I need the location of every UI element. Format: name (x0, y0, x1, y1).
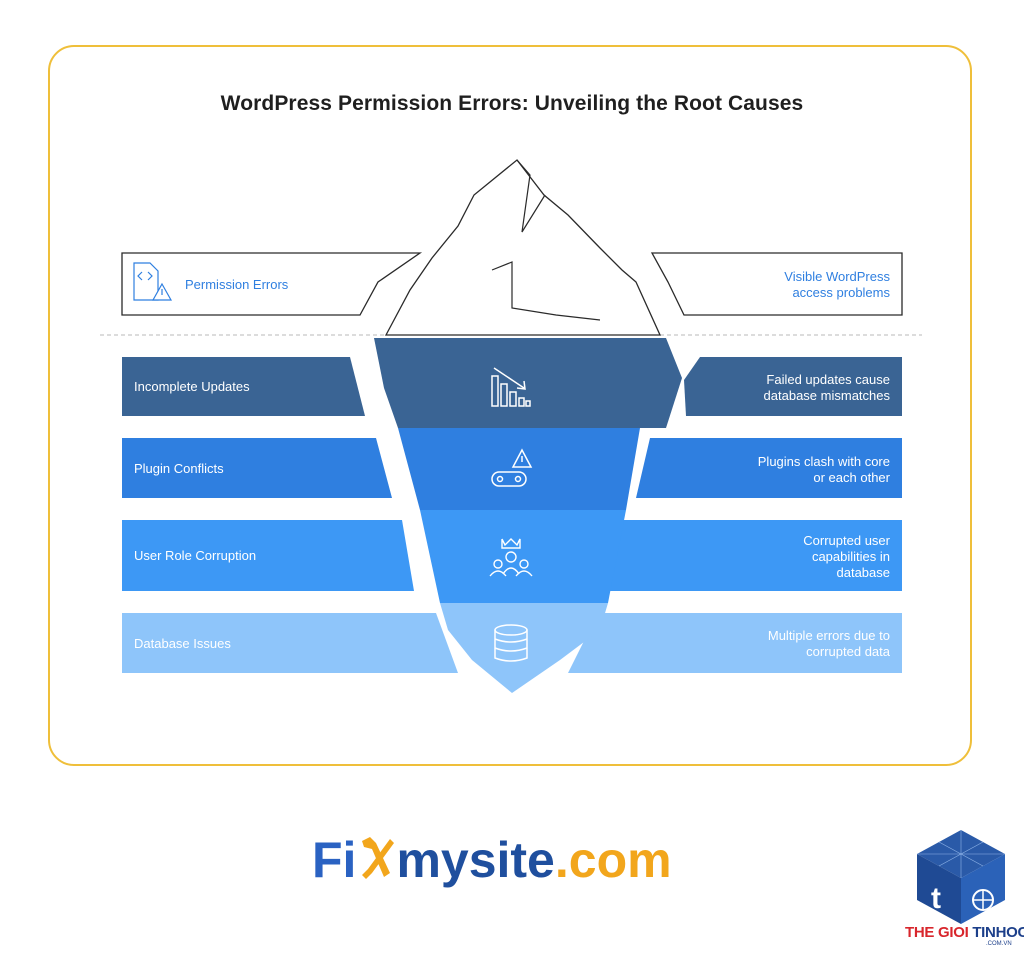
top-left-box (121, 252, 423, 316)
watermark-sub: .COM.VN (986, 941, 1012, 947)
code-file-warning-icon (133, 262, 173, 301)
berg-section-1 (374, 338, 682, 428)
layer-label-database-issues: Database Issues (134, 636, 231, 651)
watermark-text-blue: TINHOC (972, 924, 1024, 941)
layer-left-strip-2 (122, 438, 392, 498)
iceberg-ridge (516, 159, 546, 233)
thegioitinhoc-cube-logo: t (917, 830, 1005, 924)
svg-text:t: t (931, 882, 941, 915)
iceberg-ridge-2 (491, 261, 601, 321)
berg-section-4 (440, 603, 608, 693)
layer-label-incomplete-updates: Incomplete Updates (134, 379, 250, 394)
layer-left-strip-1 (122, 357, 365, 416)
layer-right-strip-4 (568, 613, 902, 673)
top-right-box (650, 252, 903, 316)
watermark-text-red: THE GIOI (905, 924, 969, 941)
layer-description-plugin-conflicts: Plugins clash with core or each other (757, 454, 890, 485)
top-layer-description: Visible WordPress access problems (784, 269, 890, 300)
logo-text-mysite: mysite (396, 832, 555, 888)
diagram-title: WordPress Permission Errors: Unveiling t… (220, 92, 804, 115)
layer-description-incomplete-updates: Failed updates cause database mismatches (763, 372, 890, 403)
layer-right-strip-1 (684, 357, 902, 416)
layer-left-strip-3 (122, 520, 414, 591)
watermark-text: THE GIOI TINHOC (905, 924, 1024, 941)
layer-left-strip-4 (122, 613, 458, 673)
layer-label-user-role-corruption: User Role Corruption (134, 548, 257, 563)
berg-section-3 (420, 510, 626, 603)
layer-right-strip-2 (636, 438, 902, 498)
logo-text-fi: Fi (312, 832, 357, 888)
declining-chart-icon (491, 367, 531, 407)
layer-right-strip-3 (610, 520, 902, 591)
fixmysite-logo[interactable]: Fi mysite.com (312, 828, 672, 892)
wrench-screwdriver-icon (362, 837, 395, 879)
database-icon (494, 624, 528, 662)
plugin-warning-icon (491, 448, 533, 487)
logo-text-com: .com (554, 832, 672, 888)
berg-section-2 (398, 428, 640, 510)
user-group-crown-icon (489, 538, 533, 577)
layer-description-user-role-corruption: Corrupted user capabilities in database (803, 533, 890, 580)
layer-label-plugin-conflicts: Plugin Conflicts (134, 461, 224, 476)
layer-description-database-issues: Multiple errors due to corrupted data (767, 628, 890, 659)
iceberg-tip (384, 159, 662, 336)
top-layer-label: Permission Errors (185, 277, 289, 292)
